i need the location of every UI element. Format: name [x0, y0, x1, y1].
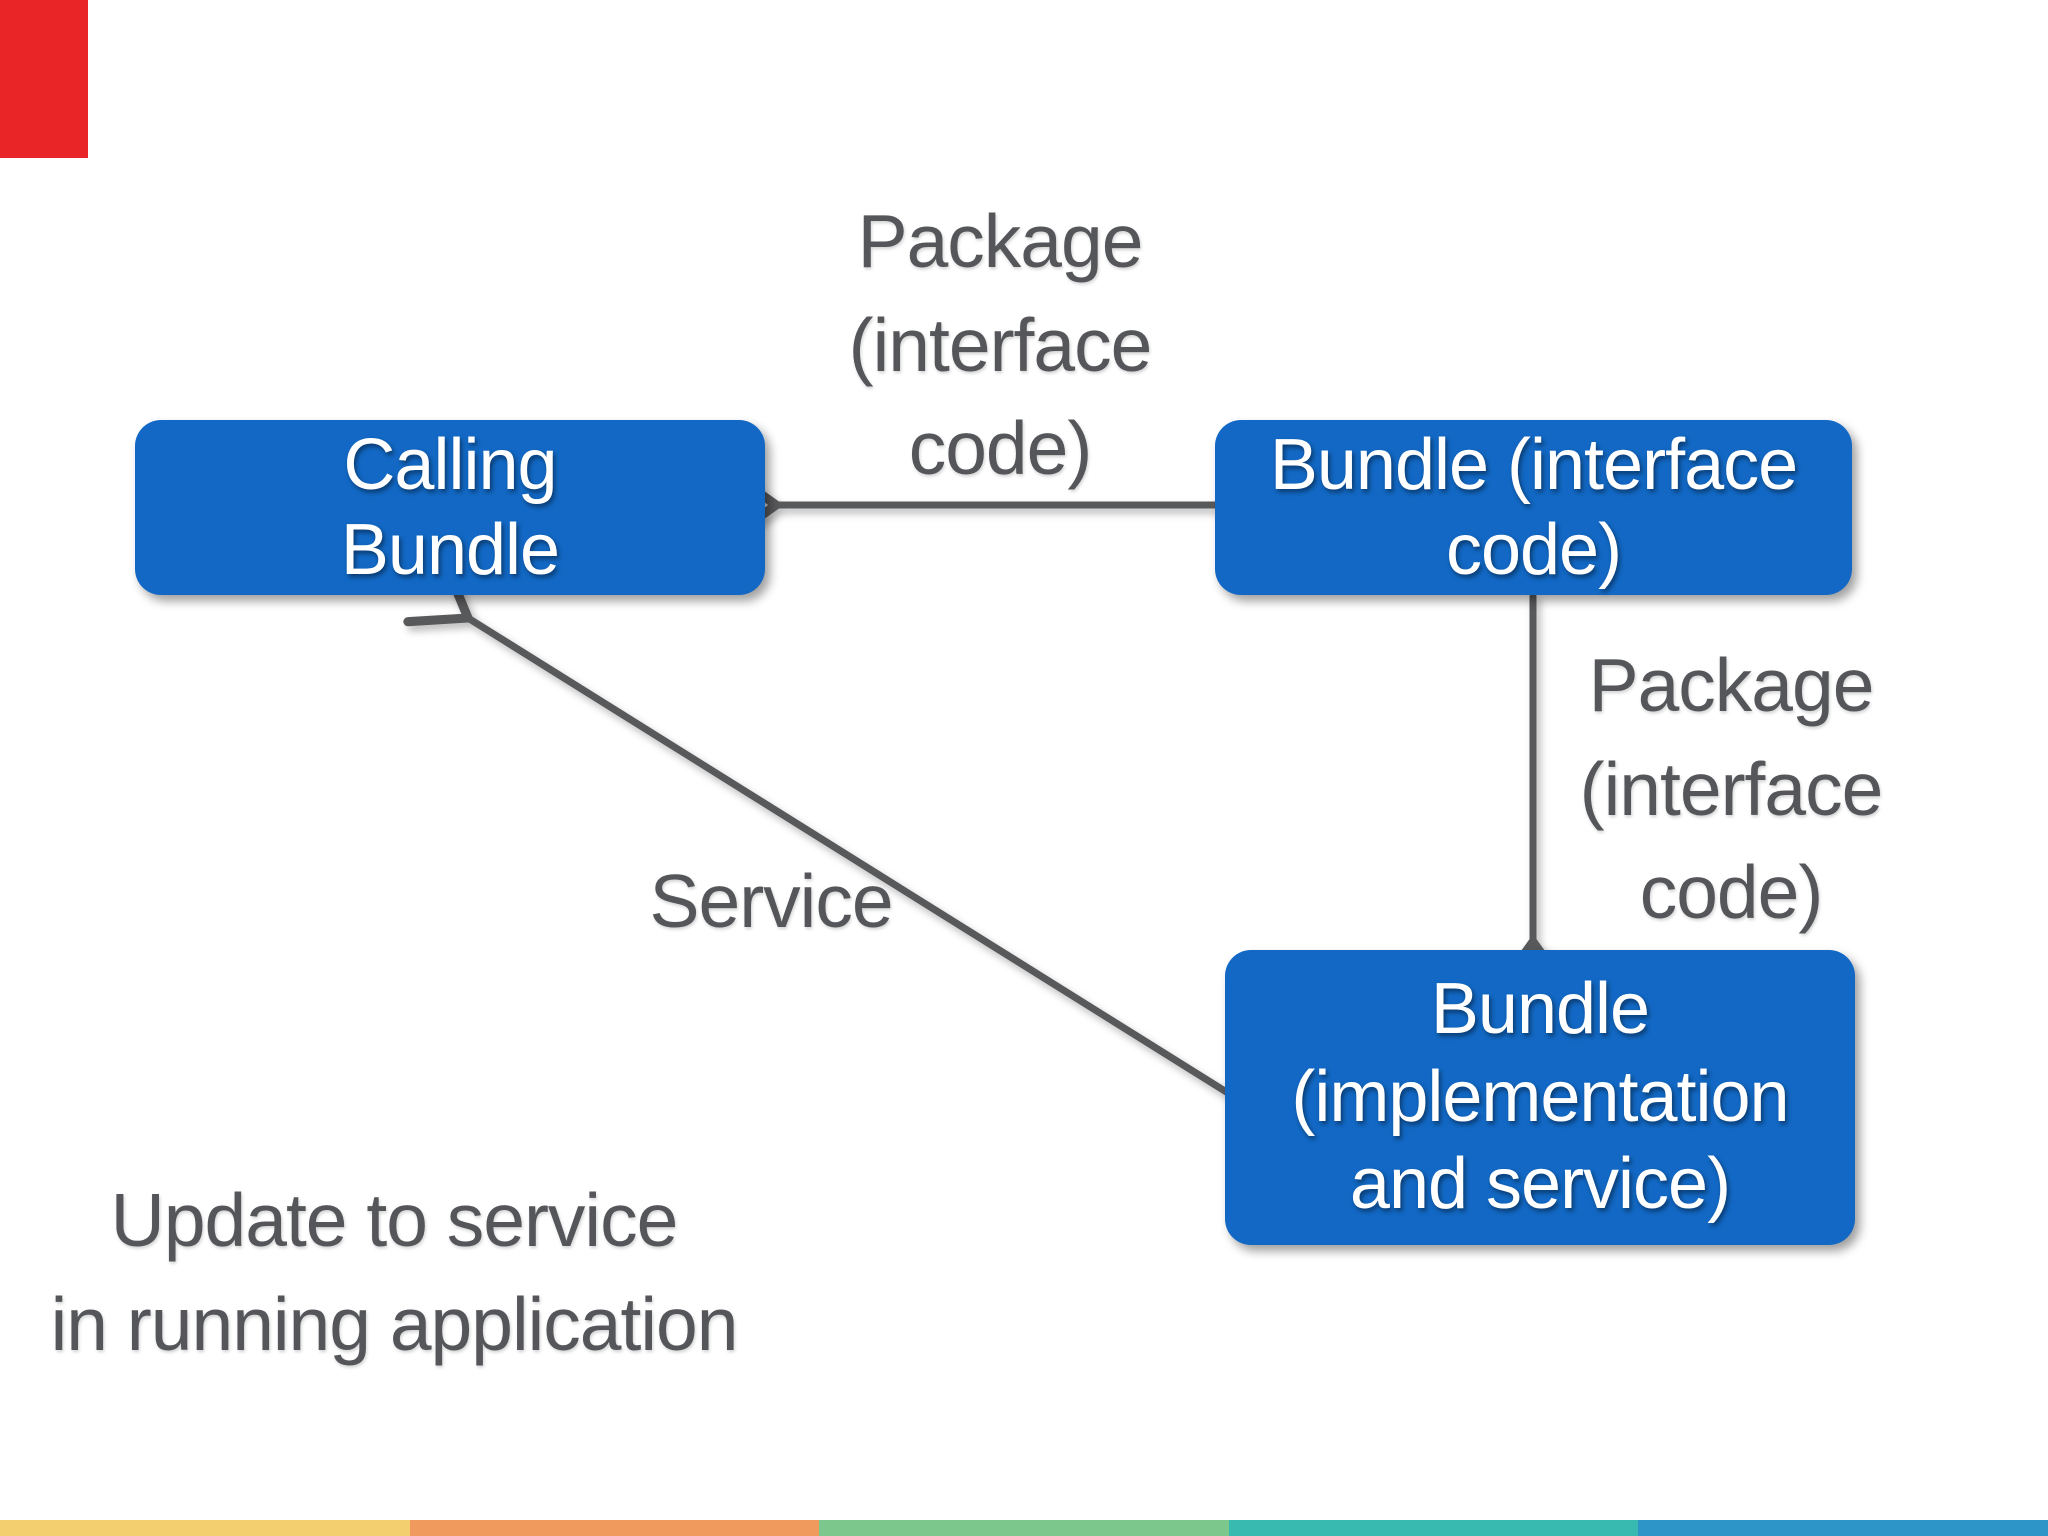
- caption-update-to-service: Update to service in running application: [50, 1178, 739, 1366]
- bottom-strip-segment-3: [819, 1520, 1229, 1536]
- node-bundle-implementation-service: Bundle (implementation and service): [1225, 950, 1855, 1245]
- label-package-interface-top: Package (interface code): [848, 199, 1153, 490]
- bottom-strip-segment-5: [1638, 1520, 2048, 1536]
- label-service: Service: [649, 859, 893, 943]
- label-package-interface-right: Package (interface code): [1579, 643, 1884, 934]
- bottom-color-strip: [0, 1520, 2048, 1536]
- service-arrow: [403, 557, 1232, 1097]
- bottom-strip-segment-1: [0, 1520, 410, 1536]
- bottom-strip-segment-2: [409, 1520, 820, 1536]
- node-bundle-interface-code: Bundle (interface code): [1215, 420, 1852, 595]
- red-corner-marker: [0, 0, 88, 158]
- bottom-strip-segment-4: [1228, 1520, 1639, 1536]
- node-calling-bundle: Calling Bundle: [135, 420, 765, 595]
